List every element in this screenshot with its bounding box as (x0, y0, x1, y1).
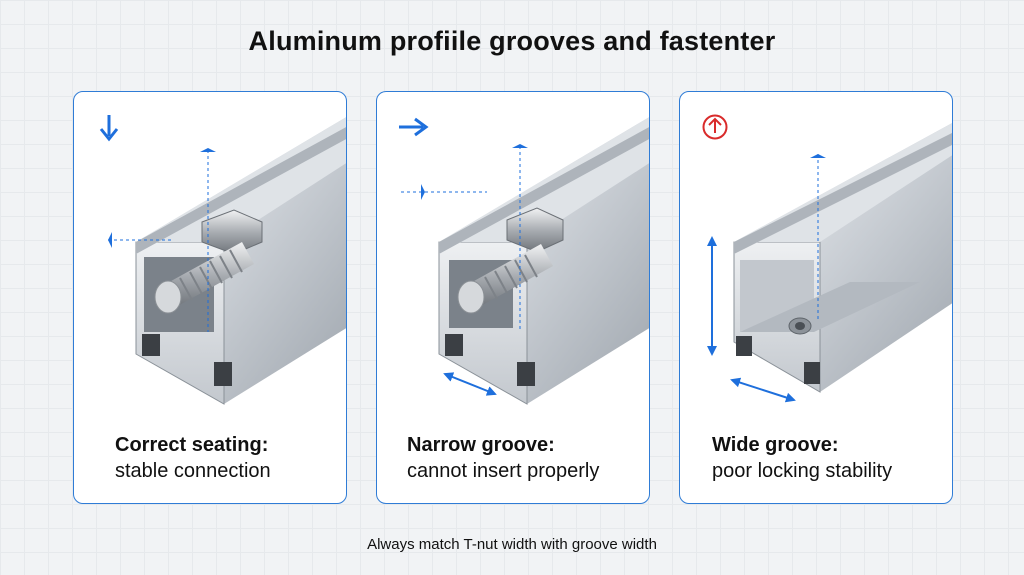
panel-heading: Correct seating: (115, 434, 269, 456)
bolt (154, 242, 254, 314)
profile-illustration (707, 123, 952, 403)
arrow-right-icon (399, 117, 429, 137)
panel-heading: Narrow groove: (407, 434, 555, 456)
footer-note: Always match T-nut width with groove wid… (367, 536, 657, 553)
panel-subtitle: stable connection (115, 460, 271, 482)
panel-correct-seating: Correct seating: stable connection (73, 91, 347, 504)
arrow-down-icon (99, 115, 119, 142)
page-title: Aluminum profiile grooves and fastenter (248, 26, 776, 56)
panel-wide-groove: Wide groove: poor locking stability (679, 91, 953, 504)
panel-narrow-groove: Narrow groove: cannot insert properly (376, 91, 650, 504)
profile-illustration (108, 117, 346, 405)
panel-heading: Wide groove: (712, 434, 839, 456)
panel-subtitle: cannot insert properly (407, 460, 600, 482)
panel-subtitle: poor locking stability (712, 460, 893, 482)
bolt (457, 244, 553, 314)
profile-illustration (401, 117, 649, 405)
warning-icon (702, 114, 728, 140)
